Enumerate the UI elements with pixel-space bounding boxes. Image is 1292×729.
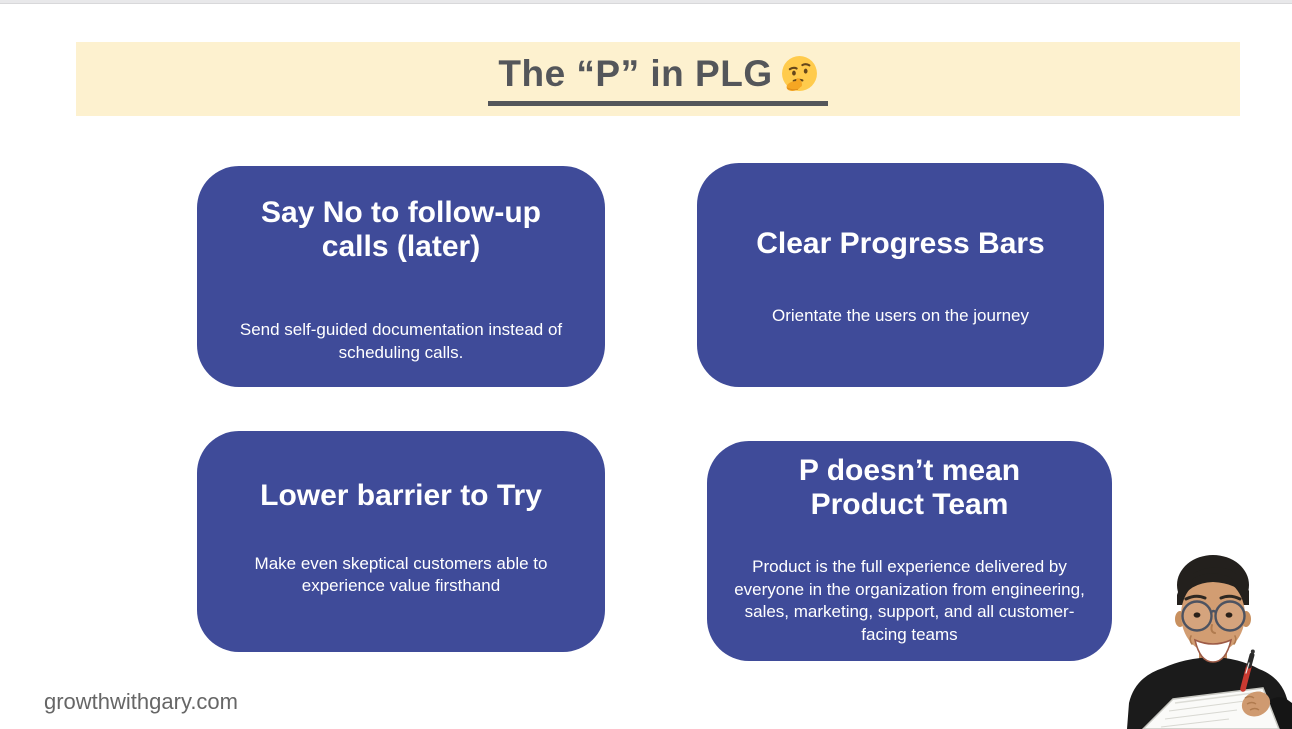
page-title: The “P” in PLG bbox=[498, 52, 773, 94]
card-title: P doesn’t mean Product Team bbox=[798, 454, 1021, 521]
title-underline-wrap: The “P” in PLG bbox=[488, 52, 828, 106]
card-description: Make even skeptical customers able to ex… bbox=[254, 553, 548, 596]
thinking-face-emoji bbox=[781, 56, 817, 91]
presenter-photo-illustration bbox=[1127, 555, 1292, 729]
card-clear-progress-bars: Clear Progress Bars Orientate the users … bbox=[697, 163, 1104, 387]
card-title: Clear Progress Bars bbox=[756, 227, 1045, 260]
card-say-no-to-follow-up-calls: Say No to follow-up calls (later) Send s… bbox=[197, 166, 605, 387]
website-watermark: growthwithgary.com bbox=[44, 689, 238, 714]
card-title: Lower barrier to Try bbox=[260, 479, 542, 512]
top-progress-bar bbox=[0, 0, 1292, 4]
card-p-doesnt-mean-product-team: P doesn’t mean Product Team Product is t… bbox=[707, 441, 1112, 661]
card-description: Orientate the users on the journey bbox=[771, 305, 1030, 325]
card-description: Send self-guided documentation instead o… bbox=[239, 320, 563, 362]
card-title: Say No to follow-up calls (later) bbox=[261, 196, 541, 263]
title-banner: The “P” in PLG bbox=[76, 42, 1240, 116]
card-lower-barrier-to-try: Lower barrier to Try Make even skeptical… bbox=[197, 431, 605, 652]
presenter-photo bbox=[1125, 545, 1292, 729]
card-description: Product is the full experience delivered… bbox=[734, 557, 1085, 644]
